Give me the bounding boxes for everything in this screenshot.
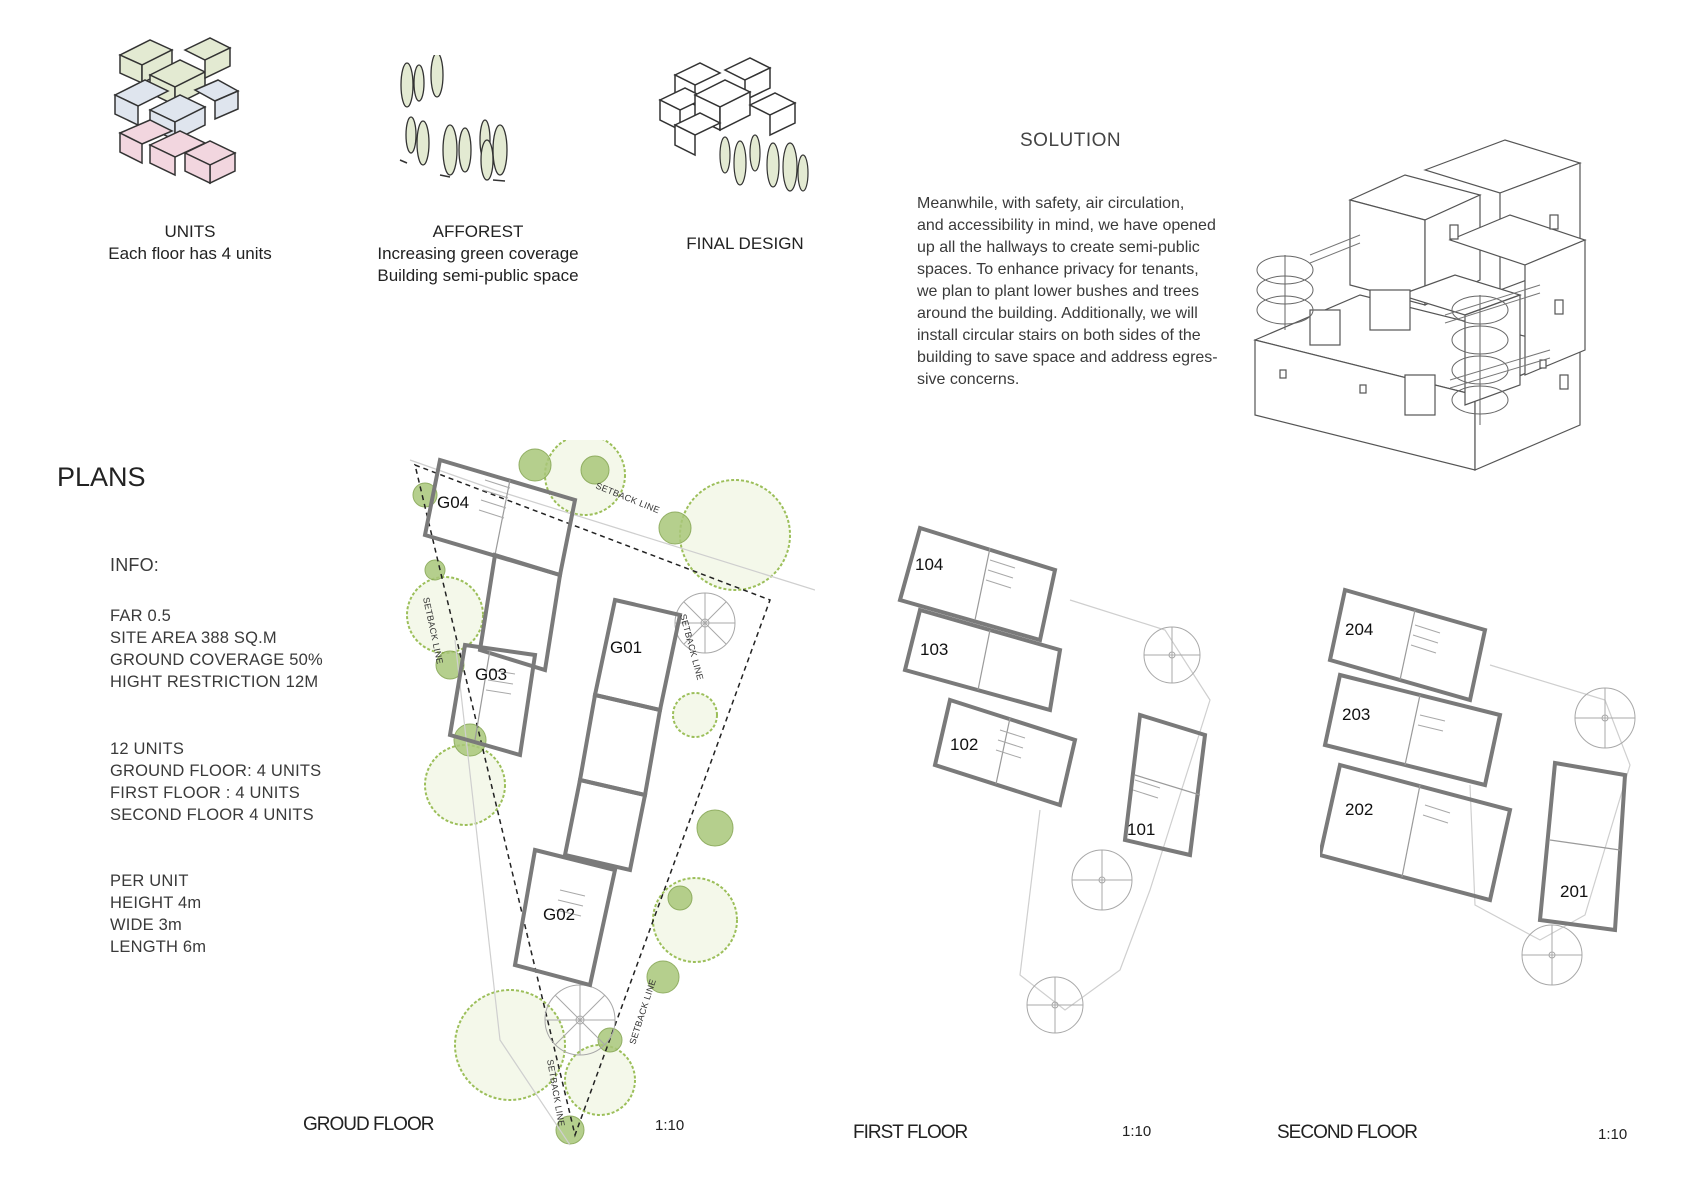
solution-title: SOLUTION	[1020, 130, 1122, 151]
info-title: INFO:	[110, 555, 159, 575]
solution-line: building to save space and address egres…	[917, 349, 1218, 366]
info-line: 12 UNITS	[110, 740, 185, 758]
spiral-stair-icon	[544, 592, 736, 1056]
info-line: WIDE 3m	[110, 916, 182, 934]
solution-line: Meanwhile, with safety, air circulation,	[917, 195, 1185, 212]
unit-label-204: 204	[1345, 620, 1373, 639]
info-line: SITE AREA 388 SQ.M	[110, 629, 277, 647]
per-unit-info-group: PER UNIT HEIGHT 4m WIDE 3m LENGTH 6m	[110, 870, 206, 958]
second-floor-title: SECOND FLOOR	[1277, 1122, 1418, 1143]
info-line: FAR 0.5	[110, 607, 172, 625]
info-line: LENGTH 6m	[110, 938, 207, 956]
tree-icon	[406, 440, 791, 1145]
final-design-title: FINAL DESIGN	[686, 234, 804, 253]
unit-label-103: 103	[920, 640, 948, 659]
unit-label-g02: G02	[543, 905, 575, 924]
solution-line: spaces. To enhance privacy for tenants,	[917, 261, 1199, 278]
unit-label-104: 104	[915, 555, 943, 574]
units-diagram	[113, 37, 240, 185]
solution-line: install circular stairs on both sides of…	[917, 327, 1201, 344]
solution-text: Meanwhile, with safety, air circulation,…	[917, 193, 1237, 391]
info-line: GROUND COVERAGE 50%	[110, 651, 323, 669]
afforest-diagram	[399, 55, 508, 182]
unit-label-101: 101	[1127, 820, 1155, 839]
unit-label-201: 201	[1560, 882, 1588, 901]
afforest-title: AFFOREST	[432, 222, 524, 241]
unit-label-g03: G03	[475, 665, 507, 684]
axonometric-building	[1253, 139, 1587, 471]
solution-line: we plan to plant lower bushes and trees	[917, 283, 1199, 300]
info-line: GROUND FLOOR: 4 UNITS	[110, 762, 322, 780]
second-floor-plan: 204 203 202 201	[1320, 587, 1636, 986]
spiral-stair-icon	[1026, 626, 1201, 1034]
unit-label-202: 202	[1345, 800, 1373, 819]
afforest-line-1: Increasing green coverage	[377, 244, 579, 263]
first-floor-scale: 1:10	[1122, 1123, 1152, 1140]
info-line: HIGHT RESTRICTION 12M	[110, 673, 319, 691]
setback-label: SETBACK LINE	[545, 1059, 567, 1128]
info-line: FIRST FLOOR : 4 UNITS	[110, 784, 301, 802]
first-floor-title: FIRST FLOOR	[853, 1122, 968, 1143]
ground-floor-scale: 1:10	[655, 1117, 685, 1134]
solution-line: up all the hallways to create semi-publi…	[917, 239, 1200, 256]
ground-floor-title: GROUD FLOOR	[303, 1114, 434, 1135]
unit-label-203: 203	[1342, 705, 1370, 724]
unit-label-102: 102	[950, 735, 978, 754]
spiral-stair-icon	[1521, 687, 1636, 986]
final-design-diagram	[658, 57, 809, 192]
setback-label: SETBACK LINE	[627, 978, 658, 1046]
info-line: HEIGHT 4m	[110, 894, 202, 912]
info-line: PER UNIT	[110, 872, 189, 890]
site-info-group: FAR 0.5 SITE AREA 388 SQ.M GROUND COVERA…	[110, 605, 323, 693]
solution-line: sive concerns.	[917, 371, 1020, 388]
info-line: SECOND FLOOR 4 UNITS	[110, 806, 314, 824]
first-floor-plan: 104 103 102 101	[897, 525, 1211, 1034]
unit-label-g04: G04	[437, 493, 469, 512]
afforest-line-2: Building semi-public space	[377, 266, 579, 285]
ground-floor-plan: G04 G03 G01 G02 SETBACK LINE SETBACK LIN…	[406, 440, 815, 1146]
plans-title: PLANS	[57, 462, 146, 492]
solution-line: around the building. Additionally, we wi…	[917, 305, 1198, 322]
units-title: UNITS	[164, 222, 216, 241]
second-floor-scale: 1:10	[1598, 1126, 1628, 1143]
unit-label-g01: G01	[610, 638, 642, 657]
units-info-group: 12 UNITS GROUND FLOOR: 4 UNITS FIRST FLO…	[110, 738, 321, 826]
solution-line: and accessibility in mind, we have opene…	[917, 217, 1216, 234]
units-subtitle: Each floor has 4 units	[108, 244, 272, 263]
